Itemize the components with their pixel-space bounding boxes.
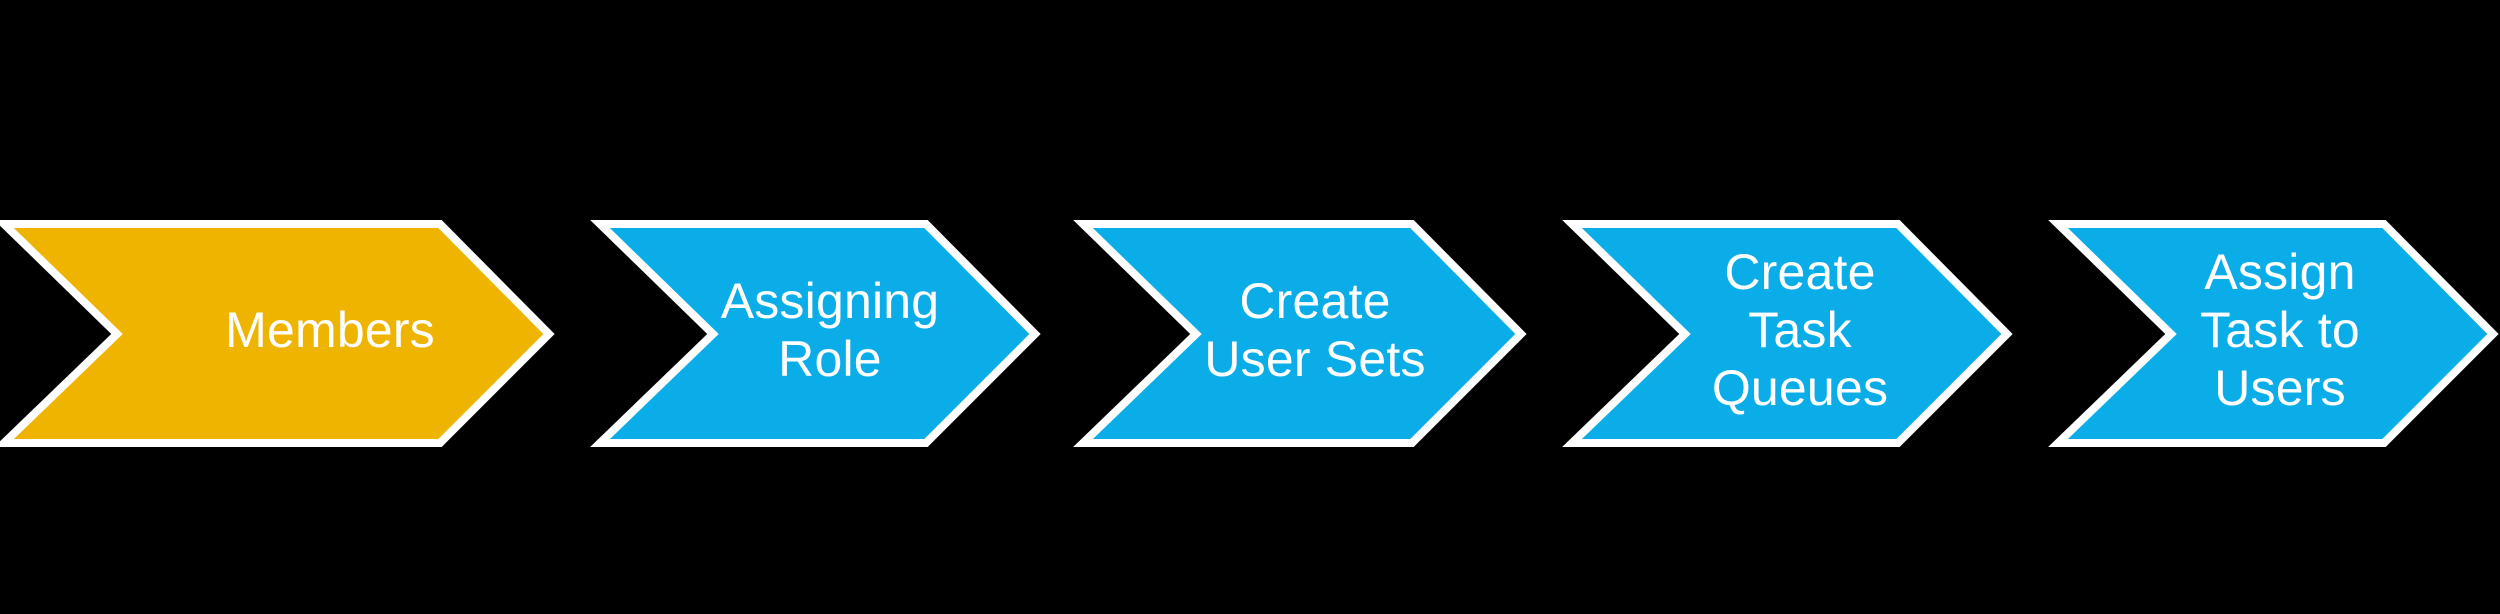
chevron-step-members[interactable]: Members [0,220,555,447]
chevron-label-line: Users [2214,360,2346,416]
chevron-shape-assigning-role [590,220,1041,447]
chevron-label-line: Members [225,302,435,358]
chevron-label-line: Role [778,331,882,387]
chevron-label-line: Task [1748,302,1852,358]
chevron-label-line: Create [1239,273,1390,329]
chevron-shape-members [0,220,555,447]
chevron-label-line: Task to [2200,302,2360,358]
chevron-shape-create-user-sets [1073,220,1527,447]
chevron-shape-assign-task-to-users [2048,220,2499,447]
chevron-label-line: Assign [2204,244,2355,300]
chevron-label-line: Assigning [721,273,940,329]
chevron-label-line: User Sets [1204,331,1425,387]
chevron-label-members: Members [225,302,435,358]
chevron-shape-create-task-queues [1562,220,2013,447]
chevron-label-line: Create [1724,244,1875,300]
chevron-label-line: Queues [1712,360,1888,416]
